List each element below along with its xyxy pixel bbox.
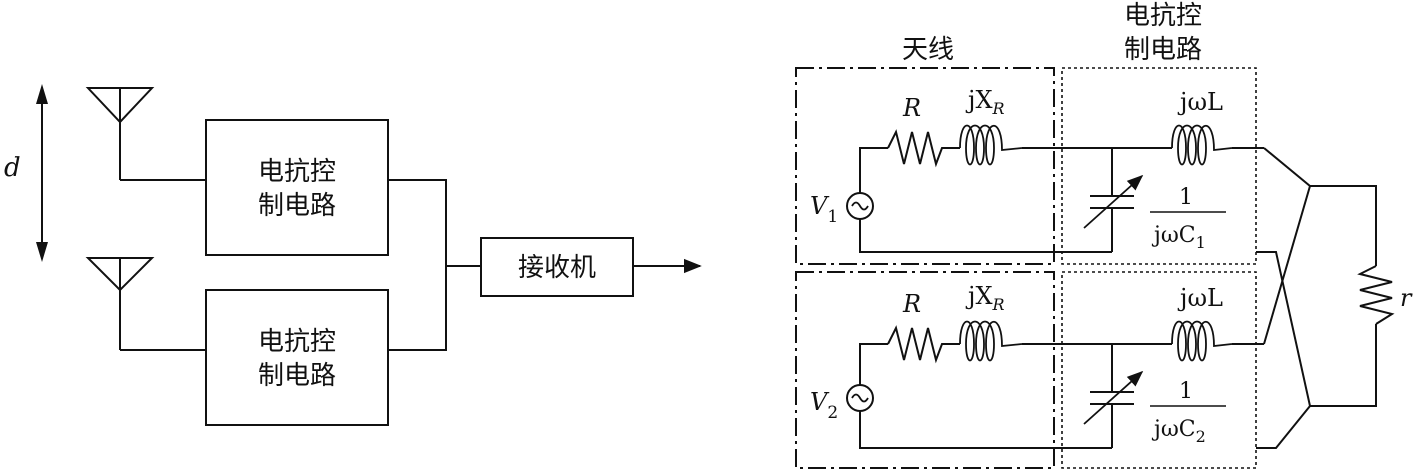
- control-block-1: [205, 119, 389, 256]
- variable-capacitor-1-icon: [1083, 148, 1144, 252]
- variable-capacitor-2-icon: [1083, 344, 1144, 448]
- inductor-l-1-icon: [1171, 124, 1233, 166]
- capacitor-1-denominator: jωC1: [1151, 223, 1206, 252]
- reactance-2-main: jX: [965, 282, 993, 310]
- capacitor-2-den-sub: 2: [1196, 427, 1206, 446]
- control-block-2-line2: 制电路: [258, 361, 336, 391]
- source-1-sub: 1: [827, 207, 838, 227]
- receiver-block: [480, 237, 634, 297]
- load-label: r: [1400, 284, 1413, 312]
- control-block-2-line1: 电抗控: [258, 327, 336, 357]
- source-2-label: V2: [810, 388, 838, 423]
- top-circuit: R jXR jωL V1 1 jωC1: [810, 86, 1264, 253]
- control-enclosure-bottom: [1061, 271, 1257, 469]
- source-1-label: V1: [810, 192, 838, 227]
- inductor-xr-1-icon: [959, 124, 1023, 166]
- reactance-2-sub: R: [992, 295, 1005, 314]
- control-block-1-line2: 制电路: [258, 191, 336, 221]
- inductor-l-2-icon: [1171, 320, 1233, 362]
- antenna-title: 天线: [902, 35, 954, 65]
- capacitor-2-den-main: jωC: [1151, 417, 1196, 442]
- load-resistor-icon: [1357, 265, 1395, 325]
- reactance-1-label: jXR: [965, 86, 1005, 118]
- cross-connection: [1256, 147, 1395, 449]
- control-title-line1: 电抗控: [1124, 1, 1202, 31]
- reactance-1-sub: R: [992, 99, 1005, 118]
- capacitor-1-den-main: jωC: [1151, 223, 1196, 248]
- capacitor-2-numerator: 1: [1179, 379, 1193, 404]
- resistor-1-icon: [887, 129, 960, 168]
- source-1-main: V: [810, 192, 830, 220]
- bottom-circuit: R jXR jωL V2 1 jωC2: [810, 282, 1264, 449]
- combiner-wiring: [388, 179, 481, 351]
- control-enclosure-top: [1061, 67, 1257, 265]
- distance-arrow: [36, 84, 48, 262]
- resistor-2-label: R: [902, 290, 921, 318]
- left-block-diagram: d 电抗控 制电路 电抗控 制电路 接收机: [4, 84, 702, 426]
- capacitor-1-numerator: 1: [1179, 185, 1193, 210]
- control-title-line2: 制电路: [1124, 35, 1202, 65]
- inductor-xr-2-icon: [959, 320, 1023, 362]
- resistor-1-label: R: [902, 94, 921, 122]
- right-circuit: 天线 电抗控 制电路: [795, 1, 1413, 469]
- resistor-2-icon: [887, 325, 960, 364]
- source-2-icon: [846, 384, 874, 412]
- source-2-main: V: [810, 388, 830, 416]
- reactance-2-label: jXR: [965, 282, 1005, 314]
- antenna-1-icon: [85, 87, 206, 181]
- capacitor-1-den-sub: 1: [1196, 233, 1206, 252]
- inductor-l-1-label: jωL: [1177, 88, 1223, 116]
- capacitor-2-denominator: jωC2: [1151, 417, 1206, 446]
- distance-label: d: [4, 153, 21, 183]
- source-2-sub: 2: [827, 403, 838, 423]
- source-1-icon: [846, 192, 874, 220]
- inductor-l-2-label: jωL: [1177, 284, 1223, 312]
- control-block-2: [205, 289, 389, 426]
- antenna-2-icon: [85, 257, 206, 351]
- antenna-enclosure-bottom: [795, 271, 1055, 469]
- control-block-1-line1: 电抗控: [258, 157, 336, 187]
- reactance-1-main: jX: [965, 86, 993, 114]
- receiver-label: 接收机: [518, 253, 596, 283]
- antenna-enclosure-top: [795, 67, 1055, 265]
